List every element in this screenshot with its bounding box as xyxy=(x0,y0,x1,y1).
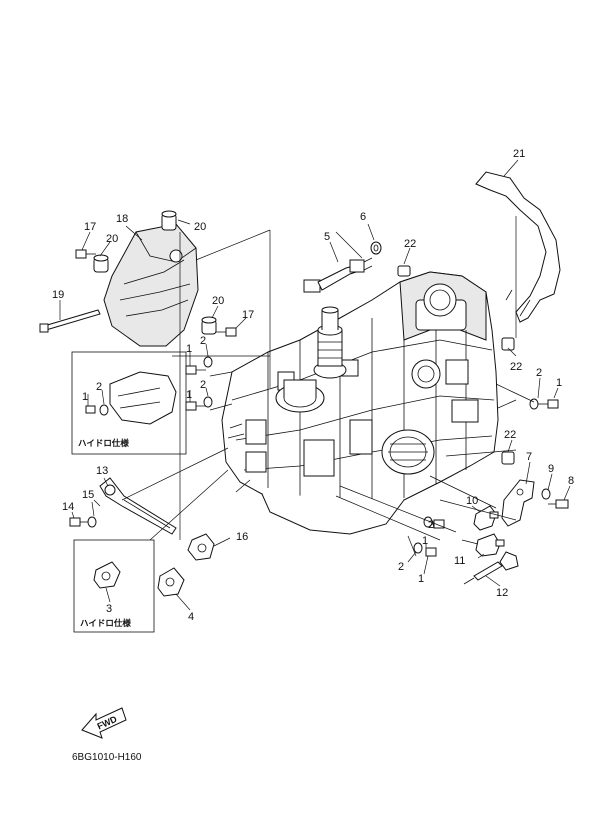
washer-part-2-upper xyxy=(203,356,213,408)
callout-22b: 22 xyxy=(510,361,522,373)
callout-16: 16 xyxy=(236,531,248,543)
diagram-reference-code: 6BG1010-H160 xyxy=(72,752,142,763)
callout-11: 11 xyxy=(454,555,465,567)
callout-1b: 1 xyxy=(186,389,192,401)
washer-part-6 xyxy=(370,241,382,255)
variant-box-upper-detail xyxy=(85,371,177,425)
washer-part-2-lower xyxy=(413,516,433,554)
callout-22a: 22 xyxy=(404,238,416,250)
joint-part-3 xyxy=(93,561,121,589)
callout-8: 8 xyxy=(568,475,574,487)
callout-9: 9 xyxy=(548,463,554,475)
callout-13: 13 xyxy=(96,465,108,477)
bolt-part-17a xyxy=(75,249,96,259)
callout-22c: 22 xyxy=(504,429,516,441)
callout-20b: 20 xyxy=(106,233,118,245)
variant-note-lower: ハイドロ仕様 xyxy=(80,618,131,629)
callout-6: 6 xyxy=(360,211,366,223)
callout-2d: 2 xyxy=(96,381,102,393)
callout-12: 12 xyxy=(496,587,508,599)
callout-7: 7 xyxy=(526,451,532,463)
callout-20c: 20 xyxy=(212,295,224,307)
washer-part-15 xyxy=(87,516,97,528)
callout-3: 3 xyxy=(106,603,112,615)
callout-1d: 1 xyxy=(82,391,88,403)
bolt-part-17b xyxy=(216,327,237,337)
callout-1c: 1 xyxy=(556,377,562,389)
bracket-part-7 xyxy=(501,479,535,527)
grommet-part-20a xyxy=(161,210,177,231)
washer-part-2-right xyxy=(529,398,539,410)
callout-1-bottom: 1 xyxy=(418,573,424,585)
bracket-part-21 xyxy=(475,171,561,323)
cylinder-block xyxy=(221,271,499,535)
sensor-part-5 xyxy=(303,257,373,293)
callout-5: 5 xyxy=(324,231,330,243)
grommet-part-20b xyxy=(93,254,109,273)
callout-1e: 1 xyxy=(422,535,428,547)
grommet-part-22b xyxy=(501,337,515,351)
callout-2c: 2 xyxy=(536,367,542,379)
washer-part-9 xyxy=(541,488,551,500)
callout-17a: 17 xyxy=(84,221,96,233)
callout-1a: 1 xyxy=(186,343,192,355)
variant-box-upper xyxy=(71,351,187,455)
sender-part-12 xyxy=(463,551,519,585)
callout-10: 10 xyxy=(466,495,478,507)
joint-part-4 xyxy=(157,567,185,597)
callout-17b: 17 xyxy=(242,309,254,321)
callout-18: 18 xyxy=(116,213,128,225)
callout-2-bottom: 2 xyxy=(398,561,404,573)
leader-lines xyxy=(59,159,571,611)
callout-14: 14 xyxy=(62,501,74,513)
callout-15: 15 xyxy=(82,489,94,501)
callout-labels: 21 17 18 20 20 6 5 22 19 20 17 2 1 2 1 2… xyxy=(52,148,574,763)
grommet-part-20c xyxy=(201,316,217,335)
callout-2b: 2 xyxy=(200,379,206,391)
fwd-arrow-icon: FWD xyxy=(81,707,127,739)
callout-2e: 2 xyxy=(428,519,434,531)
callout-19: 19 xyxy=(52,289,64,301)
variant-note-upper: ハイドロ仕様 xyxy=(78,438,129,449)
callout-4: 4 xyxy=(188,611,194,623)
bolt-part-1-lower xyxy=(425,519,445,557)
callout-2a: 2 xyxy=(200,335,206,347)
grommet-part-22c xyxy=(501,451,515,465)
grommet-part-22a xyxy=(397,265,411,277)
callout-20a: 20 xyxy=(194,221,206,233)
variant-box-lower xyxy=(73,539,155,633)
bolt-part-14 xyxy=(69,517,90,527)
bolt-part-1-right xyxy=(536,399,559,409)
bolt-part-8 xyxy=(548,499,569,509)
joint-part-16 xyxy=(187,533,215,561)
callout-21: 21 xyxy=(513,148,525,160)
bracket-part-13 xyxy=(99,477,177,535)
sensor-part-11 xyxy=(475,533,505,557)
tie-band-part-19 xyxy=(39,309,101,333)
